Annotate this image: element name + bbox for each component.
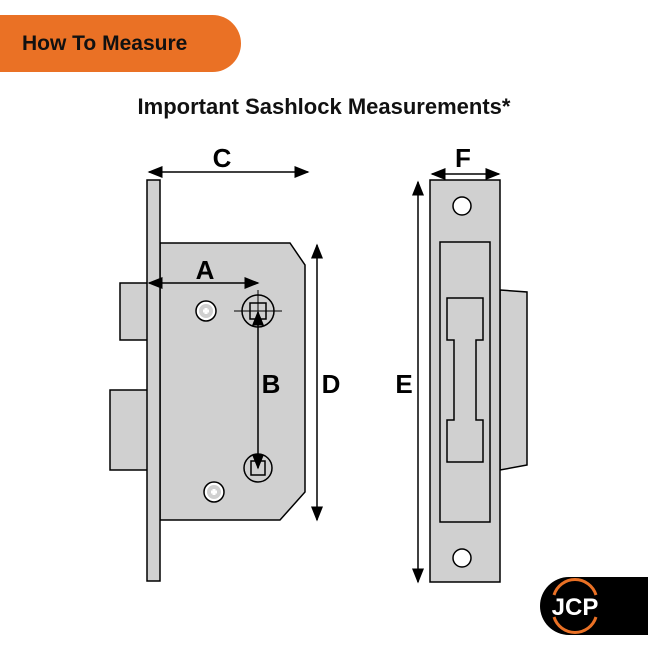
strike-screw-hole-top bbox=[452, 196, 472, 216]
forend-plate bbox=[146, 179, 161, 582]
dead-bolt bbox=[109, 389, 149, 471]
strike-box bbox=[499, 289, 528, 471]
latch-bolt bbox=[119, 282, 149, 341]
strike-screw-hole-bottom bbox=[452, 548, 472, 568]
label-f: F bbox=[455, 143, 471, 173]
strike-recess bbox=[439, 241, 491, 523]
lock-case bbox=[159, 242, 306, 521]
logo-arc-bottom bbox=[552, 616, 598, 634]
how-to-measure-badge: How To Measure bbox=[0, 15, 241, 72]
strike-cutout bbox=[446, 297, 484, 463]
label-c: C bbox=[213, 143, 232, 173]
strike-plate-face bbox=[429, 179, 501, 583]
logo-arc-top bbox=[552, 578, 598, 596]
page-title: Important Sashlock Measurements* bbox=[137, 94, 511, 119]
sashlock-body bbox=[109, 179, 306, 582]
screw-hole-top bbox=[195, 300, 217, 322]
dimension-lines bbox=[147, 166, 501, 584]
screw-hole-bottom bbox=[203, 481, 225, 503]
label-d: D bbox=[322, 369, 341, 399]
strike-plate bbox=[429, 179, 528, 583]
logo-text: JCP bbox=[552, 594, 599, 621]
label-b: B bbox=[262, 369, 281, 399]
label-a: A bbox=[196, 255, 215, 285]
jcp-logo: JCP bbox=[540, 577, 648, 635]
jcp-logo-mark: JCP bbox=[552, 578, 599, 634]
label-e: E bbox=[395, 369, 412, 399]
